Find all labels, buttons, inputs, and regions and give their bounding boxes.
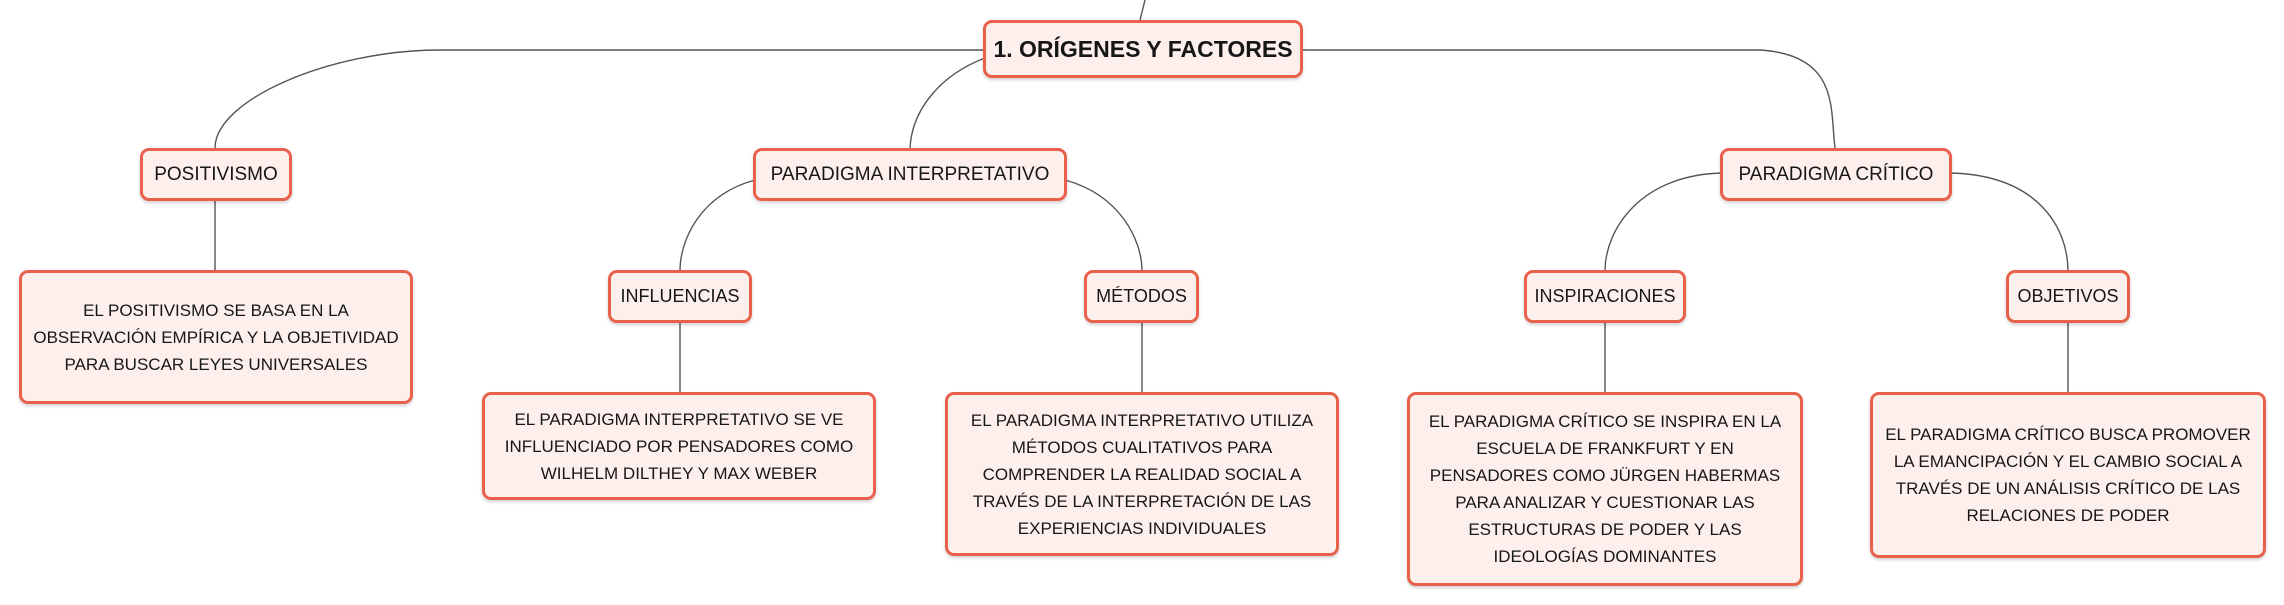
topic-positivismo-label: POSITIVISMO [154, 163, 278, 185]
connector-critico-objetivos [1949, 172, 2069, 272]
connector-critico-inspiraciones [1604, 172, 1723, 272]
topic-influencias[interactable]: INFLUENCIAS [608, 270, 752, 323]
connector-interpretativo-metodos [1064, 179, 1143, 272]
topic-positivismo[interactable]: POSITIVISMO [140, 148, 292, 201]
connector-root-interpretativo [909, 57, 986, 149]
connector-root-positivismo [214, 49, 985, 149]
topic-paradigma-interpretativo-label: PARADIGMA INTERPRETATIVO [770, 163, 1050, 185]
topic-inspiraciones-description[interactable]: EL PARADIGMA CRÍTICO SE INSPIRA EN LA ES… [1407, 392, 1803, 586]
topic-inspiraciones-label: INSPIRACIONES [1534, 286, 1676, 306]
topic-positivismo-description-text: EL POSITIVISMO SE BASA EN LA OBSERVACIÓN… [33, 300, 399, 374]
root-topic[interactable]: 1. ORÍGENES Y FACTORES [983, 20, 1303, 78]
topic-metodos-description[interactable]: EL PARADIGMA INTERPRETATIVO UTILIZA MÉTO… [945, 392, 1339, 556]
topic-objetivos-description[interactable]: EL PARADIGMA CRÍTICO BUSCA PROMOVER LA E… [1870, 392, 2266, 558]
topic-metodos-description-text: EL PARADIGMA INTERPRETATIVO UTILIZA MÉTO… [970, 410, 1314, 538]
topic-metodos-label: MÉTODOS [1096, 286, 1187, 306]
connector-interpretativo-influencias [679, 179, 756, 272]
topic-positivismo-description[interactable]: EL POSITIVISMO SE BASA EN LA OBSERVACIÓN… [19, 270, 413, 404]
topic-paradigma-interpretativo[interactable]: PARADIGMA INTERPRETATIVO [753, 148, 1067, 201]
topic-paradigma-critico[interactable]: PARADIGMA CRÍTICO [1720, 148, 1952, 201]
topic-objetivos[interactable]: OBJETIVOS [2006, 270, 2130, 323]
topic-objetivos-label: OBJETIVOS [2017, 286, 2119, 306]
topic-paradigma-critico-label: PARADIGMA CRÍTICO [1738, 163, 1934, 185]
topic-influencias-description[interactable]: EL PARADIGMA INTERPRETATIVO SE VE INFLUE… [482, 392, 876, 500]
topic-objetivos-description-text: EL PARADIGMA CRÍTICO BUSCA PROMOVER LA E… [1885, 425, 2251, 525]
topic-metodos[interactable]: MÉTODOS [1084, 270, 1199, 323]
topic-influencias-description-text: EL PARADIGMA INTERPRETATIVO SE VE INFLUE… [504, 409, 854, 483]
topic-inspiraciones[interactable]: INSPIRACIONES [1524, 270, 1686, 323]
topic-inspiraciones-description-text: EL PARADIGMA CRÍTICO SE INSPIRA EN LA ES… [1428, 412, 1782, 566]
root-topic-label: 1. ORÍGENES Y FACTORES [993, 35, 1293, 62]
connector-root-critico [1300, 49, 1836, 149]
topic-influencias-label: INFLUENCIAS [620, 286, 740, 306]
connector-to-parent [1139, 0, 1146, 21]
